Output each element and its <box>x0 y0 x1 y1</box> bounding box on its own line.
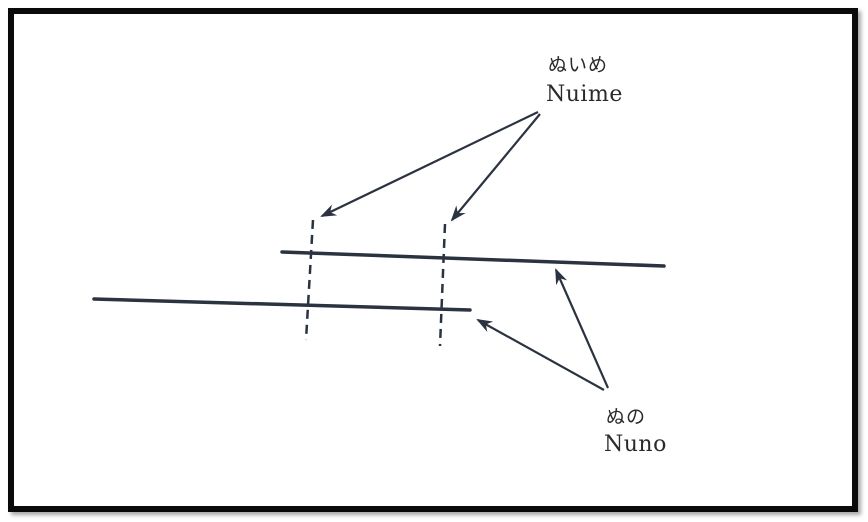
nuime-arrow-left <box>320 111 539 217</box>
image-border <box>8 8 858 512</box>
nuno-arrow-lower <box>476 319 605 391</box>
nuime-arrow-right <box>450 113 541 222</box>
seam-line-right <box>438 223 447 347</box>
nuno-english-label: Nuno <box>604 432 667 457</box>
nuno-japanese-label: ぬの <box>606 406 647 428</box>
lower-fabric-line <box>92 297 472 312</box>
nuime-english-label: Nuime <box>546 82 623 107</box>
upper-fabric-line <box>280 250 666 268</box>
seam-line-left <box>304 219 315 341</box>
nuime-japanese-label: ぬいめ <box>548 54 609 76</box>
nuno-arrow-upper <box>554 268 610 389</box>
